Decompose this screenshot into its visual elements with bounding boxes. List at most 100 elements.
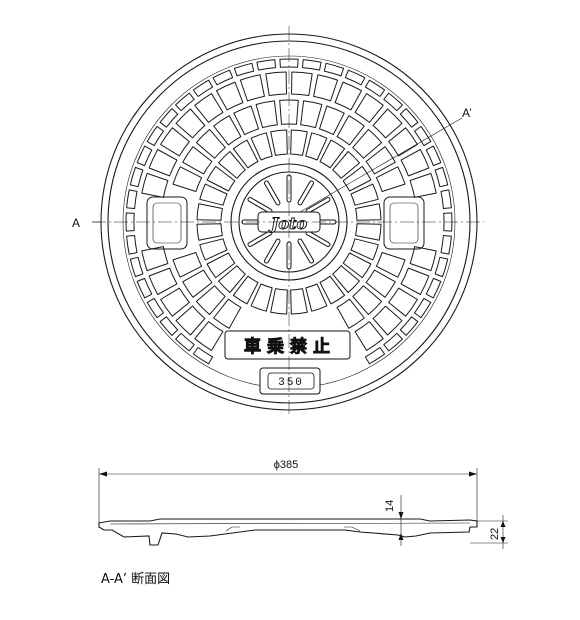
grate-opening	[129, 166, 144, 188]
grate-opening	[350, 238, 379, 261]
grate-opening	[364, 347, 386, 365]
grate-opening	[400, 267, 430, 295]
grate-opening	[146, 297, 164, 319]
grate-opening	[372, 108, 403, 139]
grate-opening	[313, 74, 339, 102]
grate-opening	[182, 146, 213, 175]
grate-opening	[342, 165, 372, 192]
grate-opening	[172, 166, 203, 192]
grate-opening	[233, 62, 255, 77]
grate-opening	[400, 149, 430, 177]
grate-opening	[206, 165, 236, 192]
grate-opening	[175, 332, 195, 352]
grate-opening	[196, 203, 223, 221]
grate-opening	[332, 151, 360, 179]
grate-opening	[279, 58, 299, 68]
grate-opening	[414, 125, 432, 147]
grate-opening	[256, 59, 276, 71]
grate-opening	[375, 166, 406, 192]
medallion-spoke	[248, 198, 272, 213]
grate-opening	[279, 99, 299, 125]
grate-opening	[125, 212, 135, 232]
grate-opening	[332, 265, 360, 293]
grate-opening	[355, 223, 382, 241]
warning-plate	[224, 330, 351, 360]
grate-opening	[148, 267, 178, 295]
grate-opening	[126, 189, 138, 209]
grate-opening	[305, 132, 328, 161]
grate-opening	[250, 283, 273, 312]
grate-opening	[232, 275, 259, 305]
grate-opening	[305, 283, 328, 312]
section-mark-right: A’	[462, 106, 472, 120]
grate-opening	[352, 128, 383, 159]
grate-opening	[388, 127, 418, 157]
grate-opening	[344, 69, 366, 86]
medallion-spoke	[265, 239, 280, 263]
grate-opening	[172, 252, 203, 278]
grate-opening	[196, 223, 223, 241]
grate-opening	[383, 332, 403, 352]
size-plate-text: 350	[278, 377, 304, 389]
grate-opening	[160, 287, 190, 317]
grate-opening	[354, 321, 384, 351]
grate-opening	[199, 238, 228, 261]
diameter-arrow-left	[99, 471, 107, 477]
medallion-spoke	[265, 181, 280, 205]
depth-arrow-bottom	[398, 533, 404, 540]
medallion-spoke	[298, 239, 313, 263]
height-arrow-top	[500, 521, 506, 527]
grate-opening	[440, 189, 452, 209]
grate-opening	[409, 246, 437, 272]
grate-opening	[255, 100, 278, 129]
grate-opening	[302, 59, 322, 71]
grate-opening	[146, 125, 164, 147]
grate-opening	[159, 108, 179, 128]
grate-opening	[290, 288, 308, 315]
grate-opening	[323, 62, 345, 77]
left-slot-inner	[152, 202, 182, 244]
section-cut-line	[299, 117, 463, 213]
grate-opening	[175, 92, 195, 112]
depth-arrow	[398, 512, 404, 519]
grate-opening	[434, 166, 449, 188]
grate-opening	[195, 128, 226, 159]
grate-opening	[175, 305, 206, 336]
grate-opening	[136, 145, 153, 167]
grate-opening	[425, 145, 442, 167]
plan-view: Joto 車乗禁止 350 A A’	[72, 26, 484, 416]
section-caption: A-A’ 断面図	[101, 572, 170, 587]
inner-thickness-label: 14	[384, 500, 396, 512]
grate-opening	[383, 92, 403, 112]
grate-opening	[136, 277, 153, 299]
grate-opening	[319, 139, 346, 169]
grate-opening	[239, 74, 265, 102]
right-slot	[383, 196, 425, 250]
grate-opening	[270, 129, 288, 156]
size-plate-inner	[267, 372, 315, 390]
grate-opening	[265, 71, 287, 96]
medallion-spoke	[248, 231, 272, 246]
grate-opening	[129, 256, 144, 278]
grate-opening	[399, 316, 419, 336]
grate-opening	[414, 297, 432, 319]
grate-opening	[365, 146, 396, 175]
grate-opening	[342, 252, 372, 279]
diameter-label: ϕ385	[274, 459, 299, 471]
left-slot	[146, 196, 188, 250]
grate-opening	[194, 321, 224, 351]
grate-opening	[270, 288, 288, 315]
grate-opening	[182, 269, 213, 298]
height-arrow-bottom	[500, 537, 506, 543]
medallion-spoke	[306, 198, 330, 213]
grate-opening	[319, 105, 345, 136]
right-slot-inner	[389, 202, 419, 244]
grate-opening	[336, 115, 365, 146]
grate-opening	[388, 287, 418, 317]
grate-opening	[425, 277, 442, 299]
grate-opening	[334, 81, 362, 111]
grate-opening	[300, 100, 323, 129]
grate-opening	[352, 285, 383, 316]
grate-opening	[213, 115, 242, 146]
